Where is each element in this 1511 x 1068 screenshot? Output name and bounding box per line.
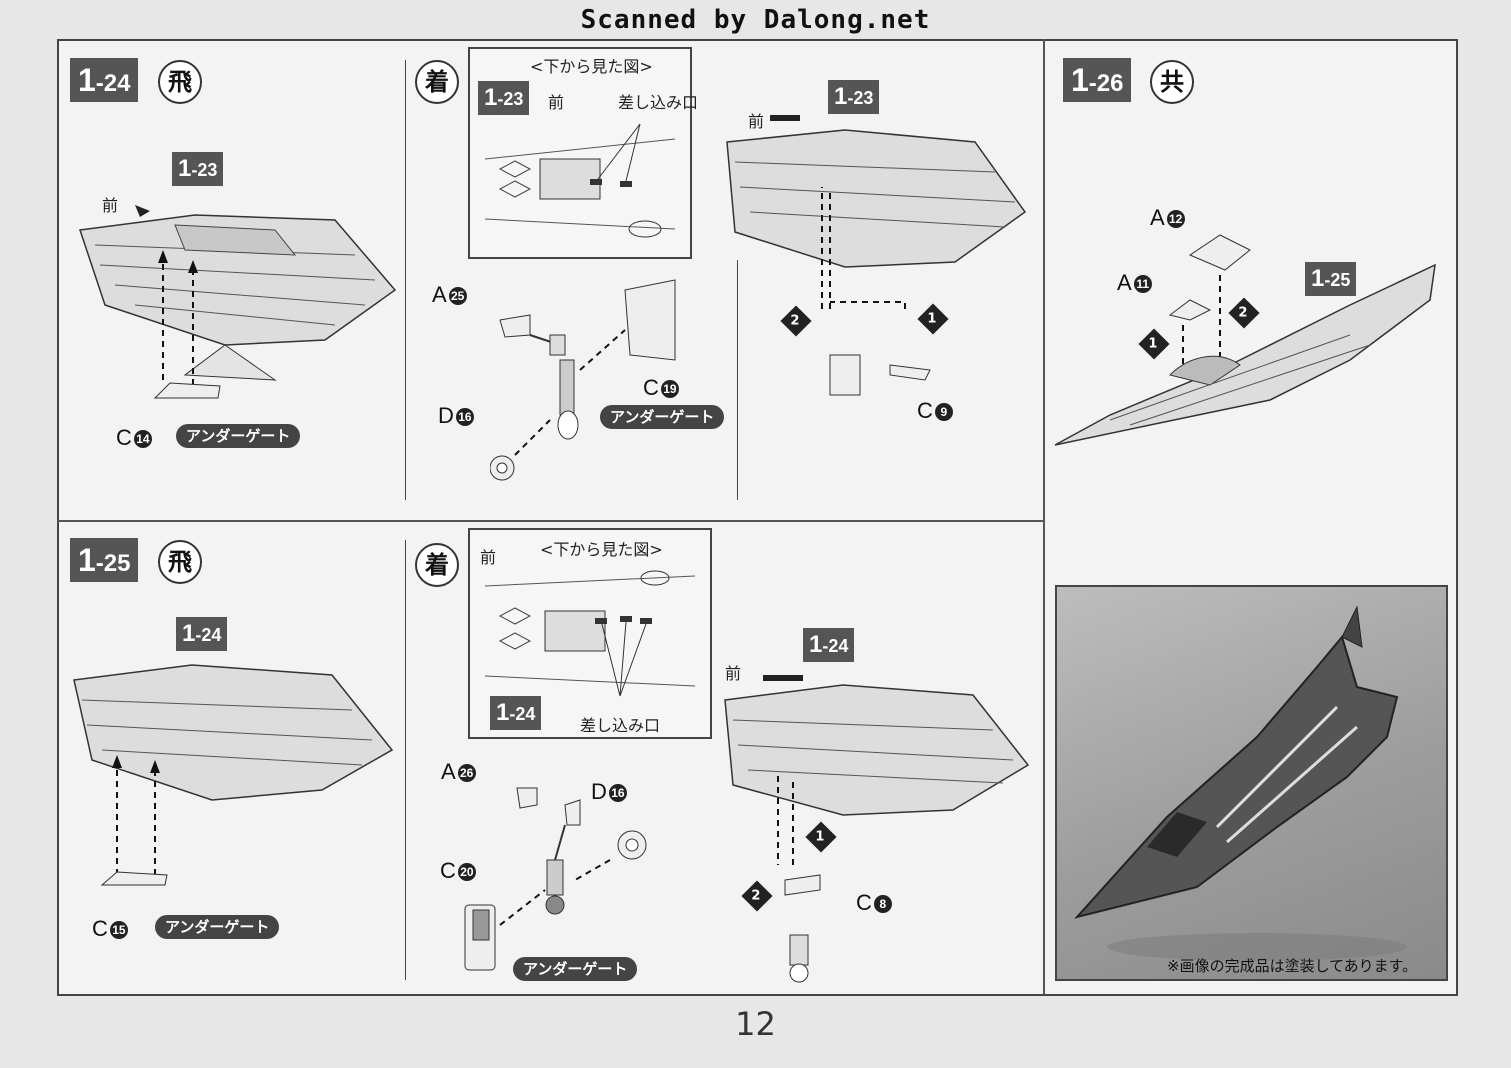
inset-drawing	[484, 123, 676, 238]
under-gate-label: アンダーゲート	[176, 424, 301, 448]
ship-drawing-1-24-landing	[726, 115, 1027, 312]
inset-front-label: 前	[548, 93, 565, 112]
divider-middle	[57, 520, 1043, 522]
part-c14-drawing	[153, 382, 221, 399]
inset-front-label-b: 前	[480, 548, 497, 567]
scan-credit: Scanned by Dalong.net	[580, 5, 931, 35]
finished-model-photo: ※画像の完成品は塗装してあります。	[1055, 585, 1448, 981]
ship-drawing-1-24	[79, 205, 397, 385]
under-gate-label-d: アンダーゲート	[513, 957, 638, 981]
ref-step-1-24-b: 1-24	[803, 628, 855, 662]
model-aircraft-image	[1074, 605, 1407, 961]
parts-c8-drawing	[784, 874, 821, 983]
common-badge: 共	[1150, 60, 1194, 104]
inset-drawing-b	[484, 570, 696, 697]
bottom-view-inset-b: 前 <下から見た図> 1-24 差し込み口	[468, 528, 712, 739]
ref-step-1-24: 1-24	[176, 617, 228, 651]
divider-top-inner	[737, 260, 738, 500]
inset-ref-1-24: 1-24	[490, 696, 542, 730]
landing-mode-badge: 着	[415, 60, 459, 104]
divider-right-column	[1043, 39, 1045, 994]
slot-label: 差し込み口	[618, 93, 699, 112]
flying-mode-badge-b: 飛	[158, 540, 202, 584]
front-label-c: 前	[725, 664, 742, 683]
step-label-1-24: 1-24	[70, 58, 139, 102]
landing-mode-badge-b: 着	[415, 543, 459, 587]
ship-drawing-1-25-landing	[724, 675, 1030, 865]
ref-step-1-23-b: 1-23	[828, 80, 880, 114]
ship-drawing-1-25	[73, 664, 394, 886]
ref-step-1-25: 1-25	[1305, 262, 1357, 296]
inset-ref-1-23: 1-23	[478, 81, 530, 115]
step-label-1-25: 1-25	[70, 538, 139, 582]
bottom-view-title: <下から見た図>	[530, 57, 653, 76]
front-label-b: 前	[748, 112, 765, 131]
under-gate-label-b: アンダーゲート	[600, 405, 725, 429]
parts-c9-drawing	[829, 354, 931, 396]
step-label-1-26: 1-26	[1063, 58, 1132, 102]
under-gate-label-c: アンダーゲート	[155, 915, 280, 939]
flying-mode-badge: 飛	[158, 60, 202, 104]
front-label: 前	[102, 196, 119, 215]
page-number: 12	[735, 1005, 776, 1043]
photo-note: ※画像の完成品は塗装してあります。	[1167, 957, 1418, 975]
landing-gear-drawing-b	[464, 787, 647, 971]
canopy-drawing	[1054, 234, 1436, 446]
landing-gear-drawing	[490, 279, 676, 481]
bottom-view-title-b: <下から見た図>	[540, 540, 663, 559]
bottom-view-inset: <下から見た図> 1-23 前 差し込み口	[468, 47, 698, 259]
ref-step-1-23: 1-23	[172, 152, 224, 186]
divider-bottom-mid	[405, 540, 406, 980]
divider-top-mid	[405, 60, 406, 500]
slot-label-b: 差し込み口	[580, 716, 661, 735]
